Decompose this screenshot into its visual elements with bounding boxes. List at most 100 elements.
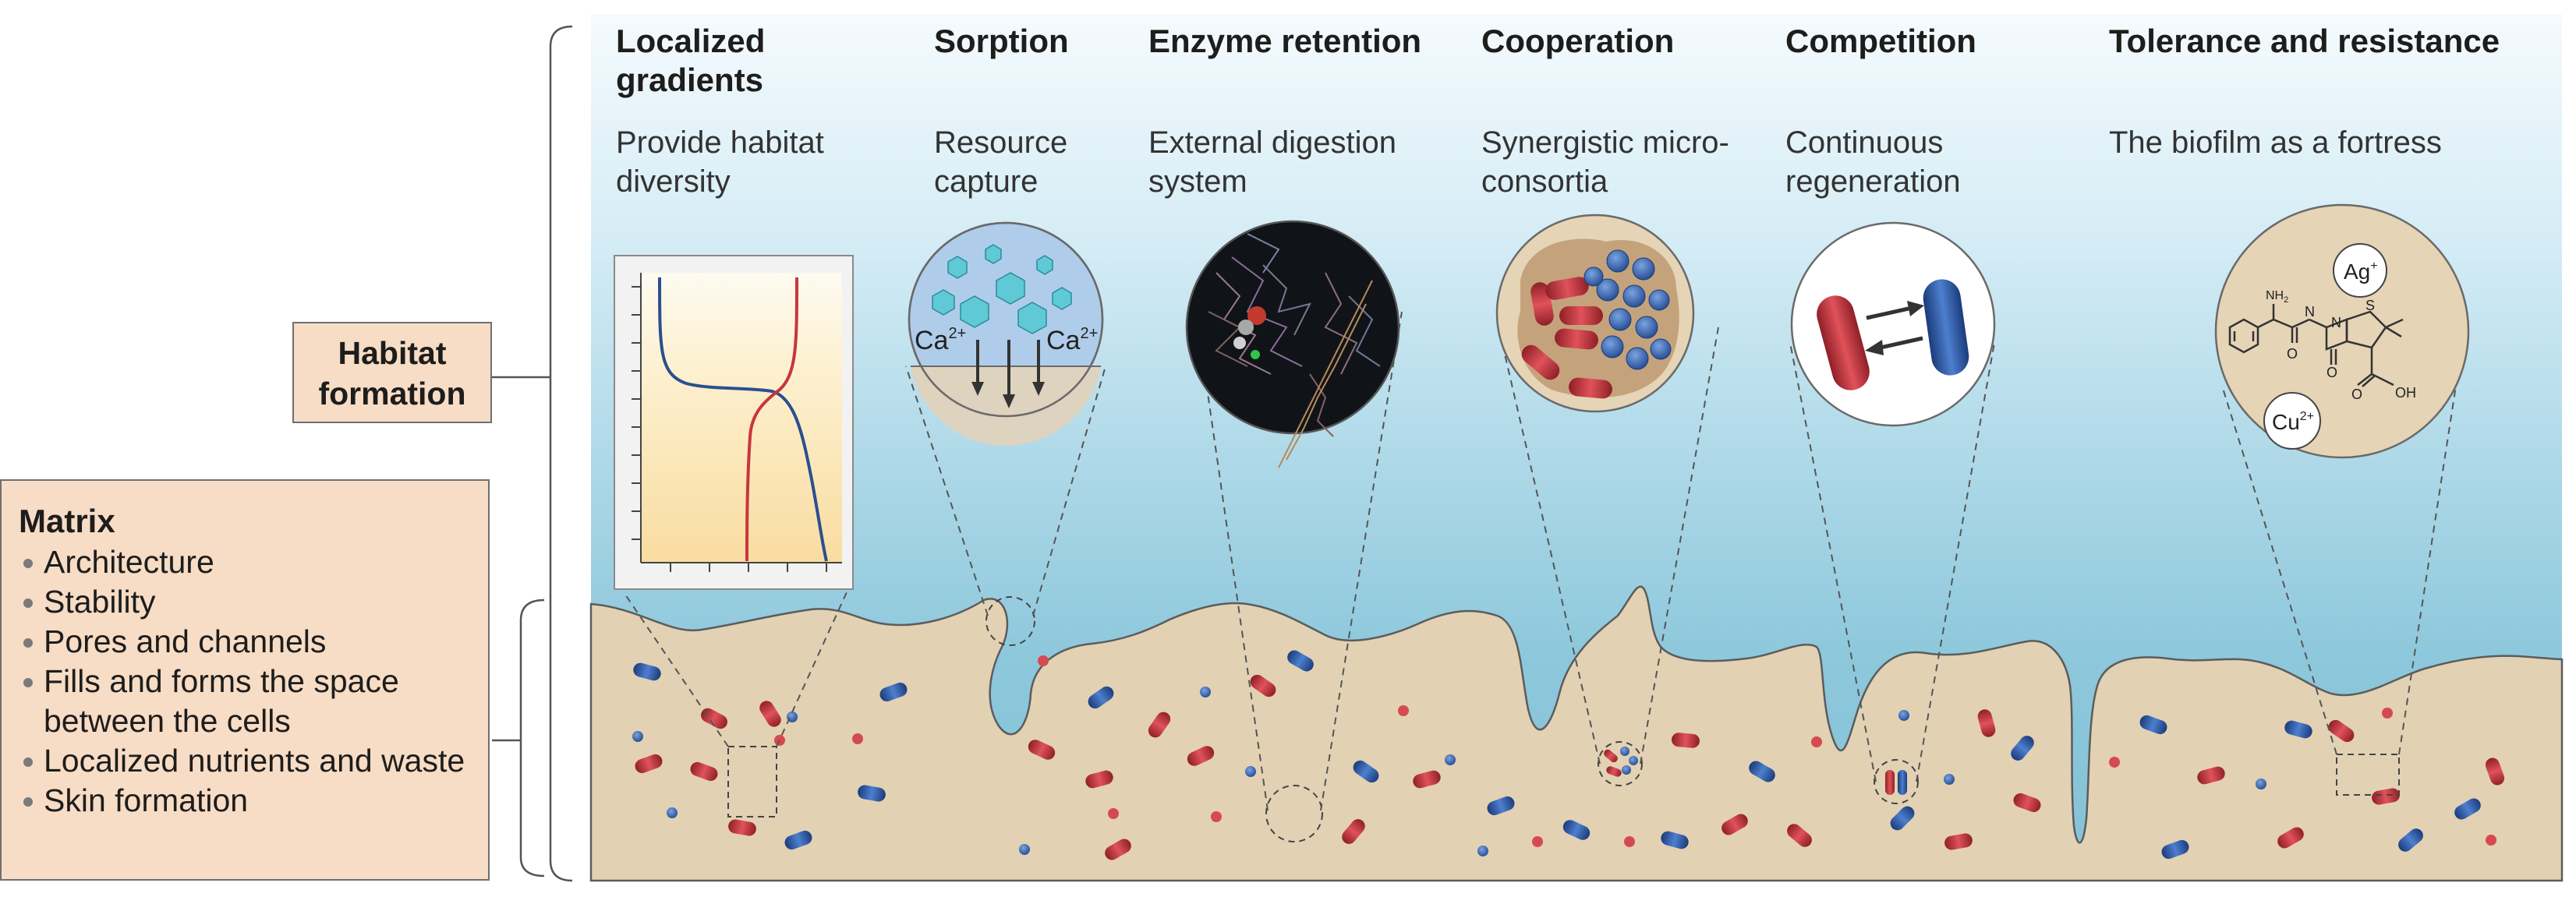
red-coccus (852, 733, 863, 744)
blue-coccus (1200, 687, 1211, 697)
habitat-formation-title: Habitat formation (318, 335, 466, 411)
sorption-icon: Ca2+ Ca2+ (908, 221, 1104, 446)
matrix-item: Localized nutrients and waste (19, 741, 471, 781)
matrix-item: Pores and channels (19, 622, 471, 662)
subtitle-competition: Continuous regeneration (1785, 125, 1961, 199)
matrix-item: Skin formation (19, 781, 471, 821)
antibiotic-molecule-icon: Ag+ Cu2+ NH2 O N (2214, 203, 2470, 459)
carbonyl-oxygen-label: O (2351, 387, 2362, 402)
red-cell (1413, 770, 1441, 789)
blue-cell (1661, 831, 1689, 849)
heading-localized-gradients: Localized gradients (616, 23, 766, 98)
zoom-region-gradients (727, 746, 777, 817)
red-cell (1342, 819, 1365, 844)
blue-coccus (1019, 844, 1030, 855)
matrix-list: Architecture Stability Pores and channel… (19, 542, 471, 821)
blue-cell (1088, 686, 1114, 709)
red-cell (2328, 719, 2355, 743)
red-coccus (2109, 757, 2120, 768)
heading-tolerance-resistance: Tolerance and resistance (2109, 23, 2500, 59)
micro-consortia-icon (1495, 214, 1695, 413)
hydroxyl-label: OH (2395, 385, 2416, 401)
zoom-region-competition (1874, 759, 1919, 804)
red-cell (1085, 770, 1113, 789)
blue-cell (1749, 761, 1775, 782)
blue-cell (2161, 839, 2189, 860)
red-cell (1148, 712, 1171, 738)
subtitle-cooperation: Synergistic micro-consortia (1481, 125, 1729, 199)
red-cell (1187, 746, 1215, 766)
blue-coccus (1898, 710, 1909, 721)
blue-coccus (667, 807, 678, 818)
red-coccus (2486, 835, 2496, 846)
red-cell (690, 761, 718, 782)
blue-cell (1562, 820, 1591, 840)
subtitle-sorption: Resource capture (934, 125, 1068, 199)
gradient-plot-icon (614, 255, 854, 590)
blue-cell (1287, 650, 1314, 672)
amide-oxygen-label: O (2287, 346, 2298, 362)
red-gradient-curve (745, 277, 798, 562)
competition-icon (1790, 221, 1996, 427)
red-cell (1787, 824, 1812, 847)
blue-cell (858, 785, 886, 802)
enzyme-structure-icon (1185, 220, 1400, 468)
blue-cell (1353, 760, 1379, 783)
red-coccus (1811, 736, 1822, 747)
competition-pair (1885, 770, 1907, 795)
red-cell (2372, 788, 2400, 805)
zoom-region-sorption (985, 596, 1035, 646)
blue-cell (2139, 715, 2167, 735)
red-cell (2013, 793, 2041, 813)
subtitle-enzyme-retention: External digestion system (1148, 125, 1396, 199)
blue-coccus (2256, 779, 2266, 789)
matrix-item: Stability (19, 582, 471, 622)
red-cell (728, 819, 756, 836)
projection-lines (623, 311, 2457, 811)
red-cell (635, 754, 663, 774)
blue-coccus (1245, 766, 1256, 777)
zoom-region-tolerance (2336, 754, 2400, 796)
blue-gradient-curve (658, 277, 828, 562)
blue-cell (2454, 798, 2481, 820)
blue-cell (1487, 796, 1515, 816)
blue-cell (784, 830, 812, 850)
red-cell (2277, 827, 2304, 849)
red-cell (2197, 766, 2225, 785)
blue-coccus (1445, 754, 1456, 765)
red-coccus (1532, 836, 1543, 847)
blue-coccus (1477, 846, 1488, 856)
upper-bracket (492, 25, 573, 882)
matrix-title: Matrix (19, 503, 115, 539)
red-cell (1250, 674, 1276, 697)
blue-cell (1890, 806, 1915, 831)
ampicillin-structure (2228, 304, 2404, 387)
heading-cooperation: Cooperation (1481, 23, 1675, 59)
red-coccus (2382, 708, 2393, 719)
subtitle-tolerance-resistance: The biofilm as a fortress (2109, 125, 2442, 160)
blue-coccus (1944, 774, 1955, 785)
silver-ion-label: Ag+ (2344, 260, 2378, 284)
blue-cell (2284, 720, 2312, 739)
micro-colony (1604, 747, 1638, 777)
blue-cell (2011, 736, 2034, 761)
red-coccus (1038, 655, 1049, 666)
zoom-region-enzyme (1265, 785, 1323, 842)
red-cell (1977, 709, 1996, 737)
amine-label: NH2 (2266, 289, 2288, 305)
red-cell (701, 708, 727, 729)
red-coccus (1211, 811, 1222, 822)
biofilm-cells (632, 650, 2505, 860)
habitat-formation-box: Habitat formation (292, 322, 492, 423)
matrix-item: Architecture (19, 542, 471, 582)
biofilm-matrix (589, 585, 2564, 882)
blue-cell (2398, 828, 2423, 852)
red-cell (1672, 733, 1700, 748)
red-coccus (1624, 836, 1635, 847)
zoom-region-cooperation (1598, 741, 1643, 786)
lower-bracket (492, 599, 545, 878)
red-cell (1028, 740, 1056, 760)
subtitle-localized-gradients: Provide habitat diversity (616, 125, 824, 199)
red-cell (1944, 833, 1973, 850)
